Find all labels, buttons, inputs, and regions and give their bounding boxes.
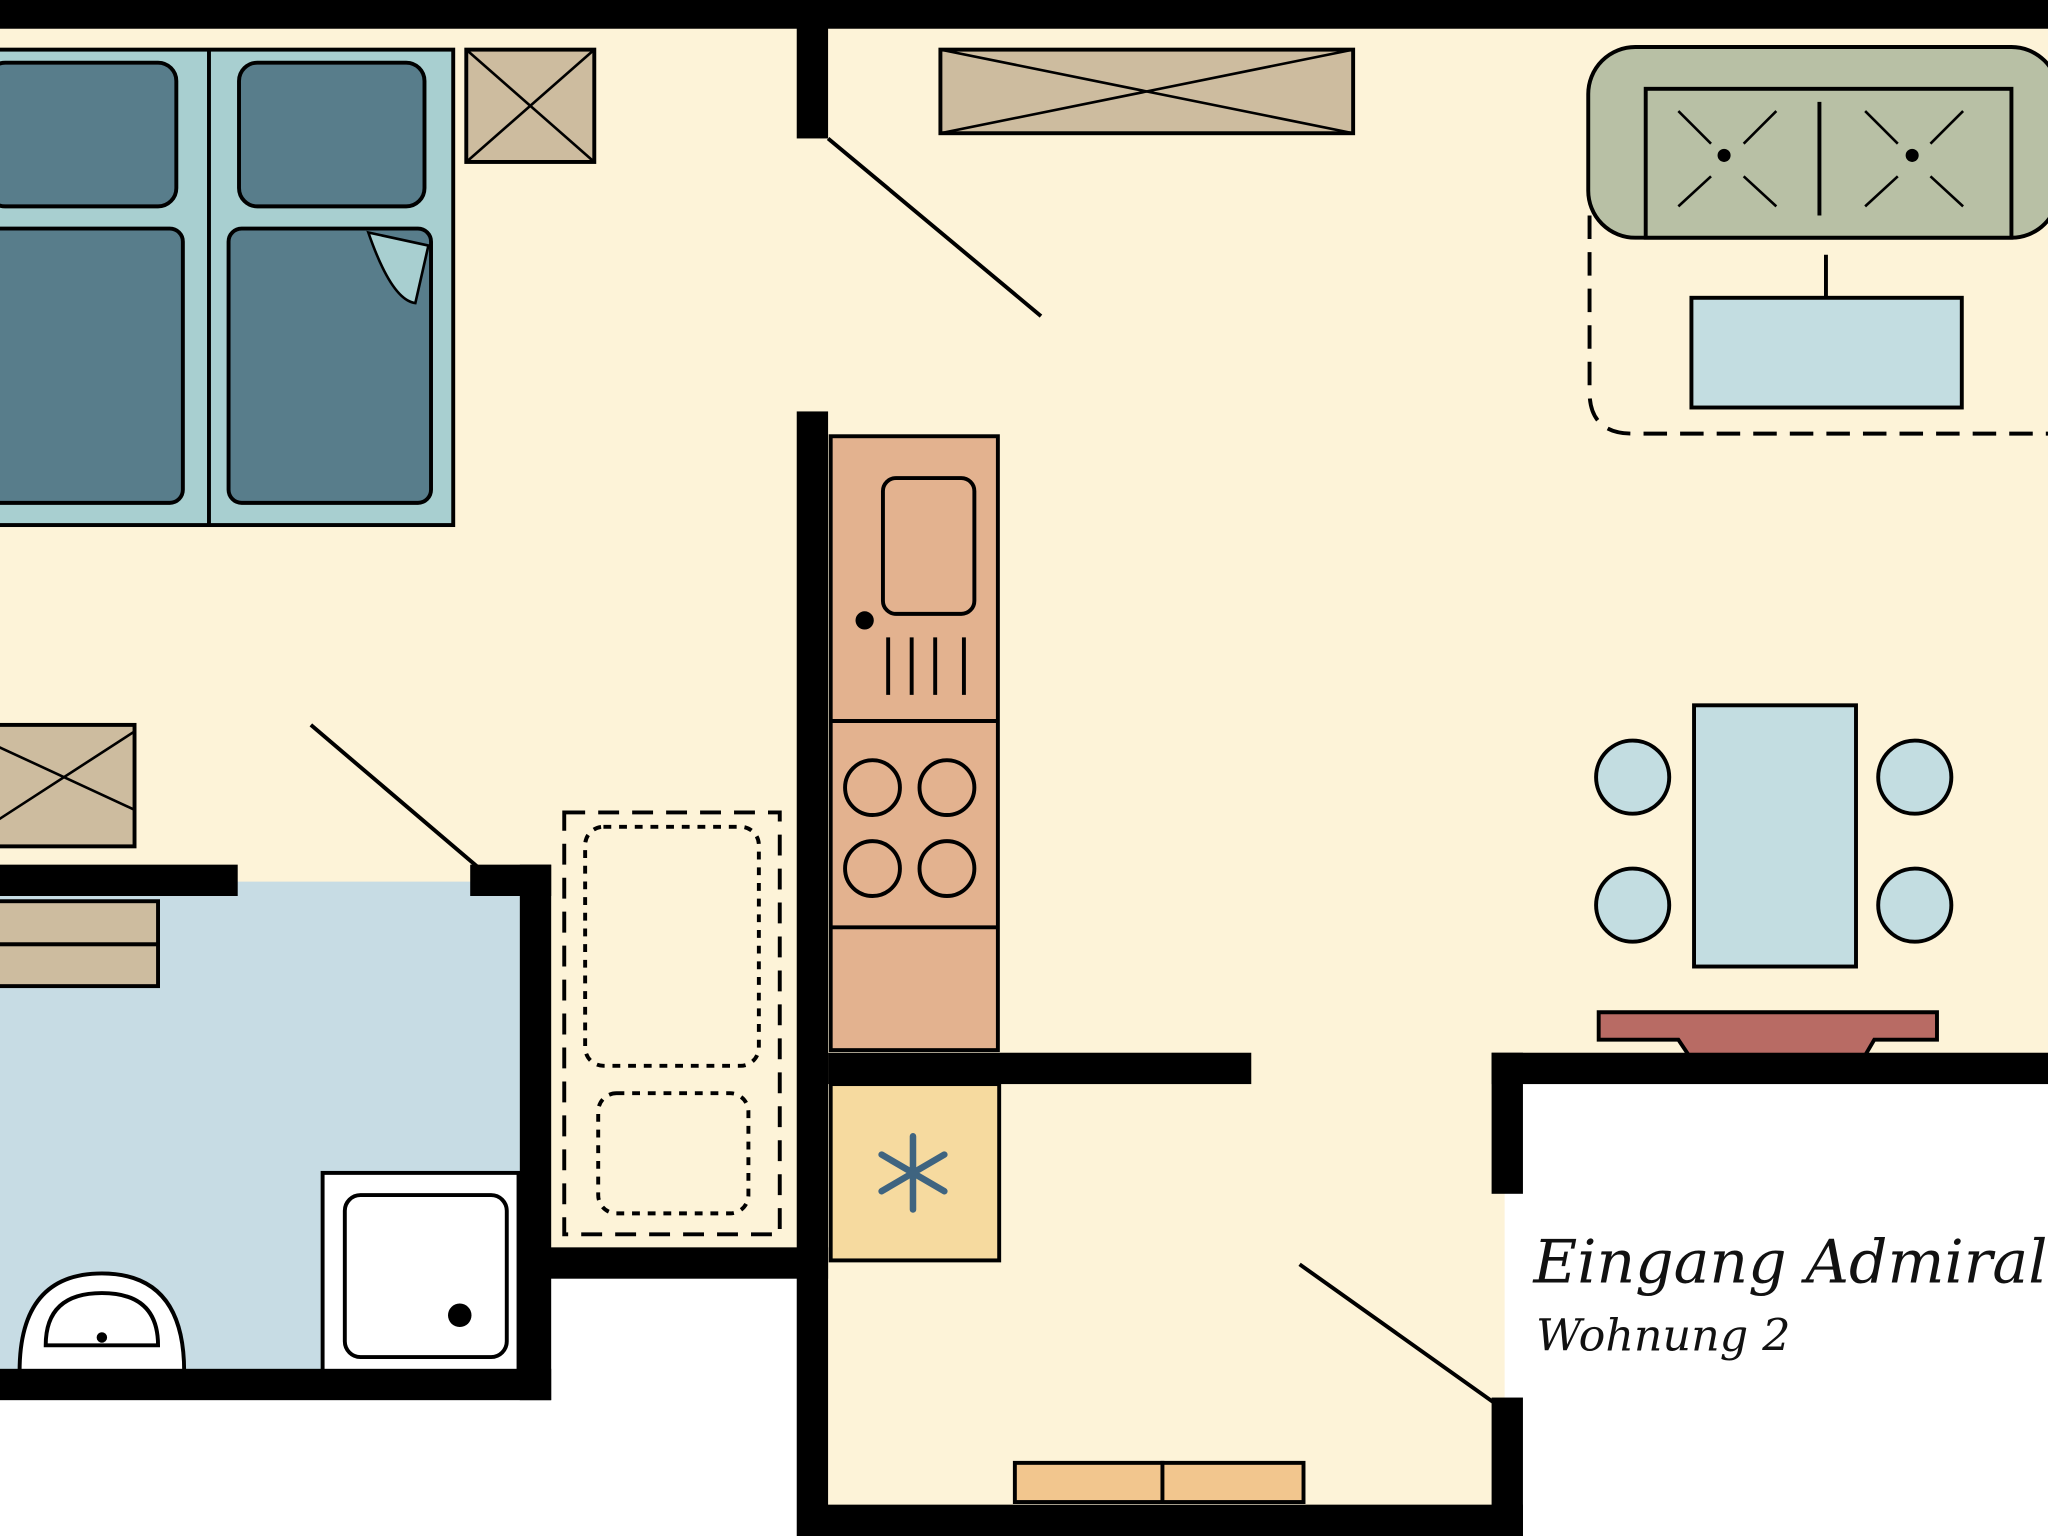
door-swings	[309, 136, 1496, 1405]
shower	[320, 1170, 521, 1374]
double-bed	[0, 47, 456, 528]
kitchen-counter	[828, 434, 1000, 1053]
apartment-label: Wohnung 2	[1536, 1311, 1790, 1362]
door-bathroom	[309, 723, 480, 869]
stove	[843, 758, 977, 898]
chair	[1594, 866, 1672, 944]
sofa-bed	[1586, 45, 2048, 436]
sideboard-top	[938, 47, 1356, 136]
snowflake-icon	[878, 1133, 948, 1213]
door-entrance	[1298, 1262, 1496, 1405]
chair	[1876, 738, 1954, 816]
shoe-bench	[1012, 1460, 1306, 1504]
wardrobe-bedroom	[0, 722, 137, 849]
entrance-area	[1515, 1071, 2048, 1536]
dining-set	[1594, 703, 1954, 969]
dashed-appliance-area	[562, 810, 782, 1237]
chair	[1876, 866, 1954, 944]
door-bedroom	[826, 136, 1043, 318]
coffee-table	[1689, 295, 1964, 410]
bathroom-shelf	[0, 899, 160, 989]
sink	[880, 476, 977, 616]
entrance-label: Eingang Admiralit	[1532, 1228, 2048, 1298]
washbasin	[17, 1271, 187, 1374]
nightstand	[464, 47, 597, 164]
dining-table	[1692, 703, 1858, 969]
chair	[1594, 738, 1672, 816]
